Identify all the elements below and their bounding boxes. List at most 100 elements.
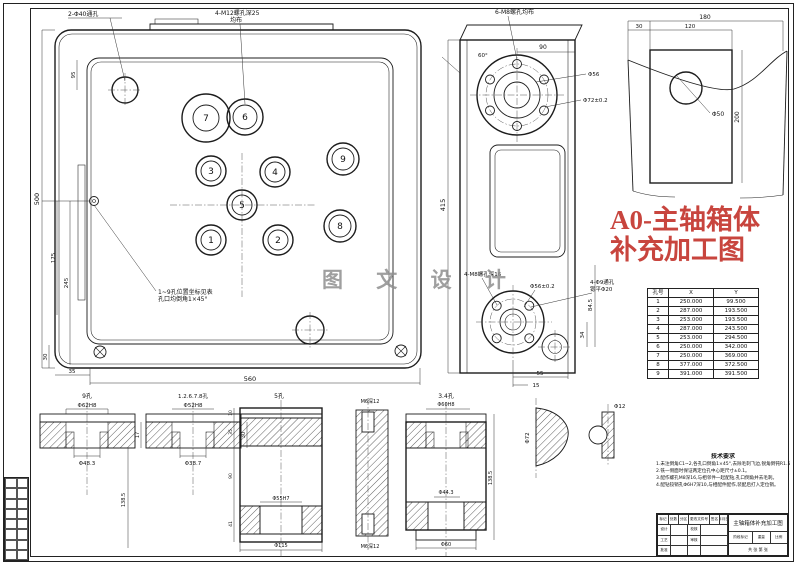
s4-label-bottom: M6深12 (361, 543, 380, 550)
callout-top-1: 4-M12螺孔深25 (215, 9, 260, 17)
svg-text:41: 41 (228, 521, 234, 527)
svg-text:10: 10 (228, 410, 234, 416)
tb-label-count: 处数 (669, 515, 679, 525)
s2-label: 1.2.6.7.8孔 (178, 392, 208, 400)
svg-text:95: 95 (71, 71, 77, 78)
hole-1: 1 (195, 224, 227, 256)
hole-6: 6 (226, 98, 264, 136)
svg-text:4-M8螺孔深16: 4-M8螺孔深16 (464, 270, 502, 278)
tb-weight-label: 重量 (753, 532, 771, 544)
callout-top-2: 均布 (230, 16, 242, 24)
svg-text:8: 8 (337, 222, 343, 232)
svg-text:15: 15 (533, 383, 540, 389)
section-thread-column: M6深12 M6深12 (355, 398, 389, 550)
hole-7: 7 (181, 93, 231, 143)
svg-text:60°: 60° (478, 53, 488, 59)
svg-text:5: 5 (239, 201, 245, 211)
main-callouts: 2-Φ40通孔 4-M12螺孔深25 均布 1~9孔位置坐标见表 孔口均倒角1×… (68, 9, 260, 303)
section-holes-12678: 1.2.6.7.8孔 Φ52H8 Φ38.7 30 (145, 392, 248, 495)
side-dimensions: 415 55 15 84.5 34 (439, 39, 596, 389)
side-top-callout: 6-M8螺孔均布 (495, 8, 534, 16)
tech-note-1: 1.未注倒角C1~2,各孔口倒角1×45°,去除毛刺飞边,锐角倒钝R1.5以上。 (656, 462, 790, 467)
tb-staff-approve: 批准 (658, 545, 671, 555)
side-view: 6-M8螺孔均布 90 60° Φ56 Φ72±0.2 4-M8螺孔深16 Φ5… (439, 8, 615, 389)
watermark-text: 图 文 设 计 (322, 268, 519, 292)
tb-sheets-label: 共 张 第 张 (748, 546, 768, 552)
d2-label: Φ12 (614, 404, 625, 410)
title-block-name-area: 主轴箱体补充加工图 阶段标记 重量 比例 共 张 第 张 (729, 515, 787, 555)
detail-dimensions: Φ50 180 30 120 200 (627, 14, 784, 183)
s1-label: 9孔 (82, 392, 92, 400)
tb-staff-design: 设计 (658, 525, 671, 535)
hole-3: 3 (195, 155, 227, 187)
svg-text:35: 35 (69, 369, 76, 375)
svg-text:560: 560 (244, 375, 256, 383)
red-title-line2: 补充加工图 (610, 235, 745, 265)
drawing-red-title: A0-主轴箱体 补充加工图 (610, 205, 794, 265)
tb-stage-label: 阶段标记 (729, 532, 754, 544)
svg-text:Φ38.7: Φ38.7 (185, 461, 202, 467)
svg-text:245: 245 (64, 277, 70, 288)
svg-text:500: 500 (33, 193, 41, 205)
callout-top-left: 2-Φ40通孔 (68, 10, 98, 18)
tb-staff-process: 工艺 (658, 535, 671, 545)
svg-text:120: 120 (685, 24, 696, 30)
svg-text:4-Φ9通孔: 4-Φ9通孔 (590, 278, 615, 286)
tb-label-docno: 更改文件号 (689, 515, 710, 525)
col-x: X (668, 288, 714, 298)
svg-text:Φ62H8: Φ62H8 (78, 403, 97, 409)
tech-notes: 技术要求 1.未注倒角C1~2,各孔口倒角1×45°,去除毛刺飞边,锐角倒钝R1… (656, 453, 790, 489)
svg-text:30: 30 (636, 24, 643, 30)
bottom-flange (476, 285, 572, 364)
svg-text:Φ48.3: Φ48.3 (79, 461, 96, 467)
svg-text:90: 90 (228, 473, 234, 479)
svg-text:55: 55 (537, 371, 544, 377)
red-title-line1: A0-主轴箱体 (610, 205, 760, 235)
svg-text:90: 90 (539, 44, 547, 51)
svg-text:Φ60: Φ60 (441, 542, 451, 548)
svg-text:180: 180 (699, 14, 711, 21)
s4-label-top: M6深12 (361, 398, 380, 405)
svg-text:Φ44.3: Φ44.3 (438, 490, 453, 496)
hole-label: Φ50 (712, 111, 725, 118)
hole-8: 8 (323, 209, 357, 243)
tb-label-sign: 签名 (710, 515, 720, 525)
tech-notes-title: 技术要求 (710, 453, 735, 460)
section-hole5: 5孔 10 35 90 41 Φ55H7 Φ115 (228, 392, 323, 558)
section-views: 9孔 Φ62H8 Φ48.3 17 138.5 1.2.6.7.8孔 Φ52H8 (39, 392, 625, 558)
s5-label: 3.4孔 (438, 392, 454, 400)
svg-text:200: 200 (734, 111, 741, 123)
svg-text:138.5: 138.5 (488, 471, 494, 485)
plain-holes (89, 73, 408, 359)
svg-text:34: 34 (580, 331, 586, 338)
svg-text:3: 3 (208, 167, 214, 177)
svg-text:Φ56: Φ56 (588, 72, 600, 78)
main-dimensions: 500 245 175 30 95 560 35 (33, 29, 421, 385)
svg-text:9: 9 (340, 155, 346, 165)
hole-2: 2 (262, 224, 294, 256)
detail-profile-1: Φ72 (525, 398, 569, 478)
hole-4: 4 (259, 156, 291, 188)
side-window (489, 144, 566, 258)
tech-note-2: 2.铣一侧面时保证两定位孔中心距尺寸±0.1。 (656, 469, 750, 474)
detail-view: Φ50 180 30 120 200 (627, 14, 788, 199)
svg-text:Φ72±0.2: Φ72±0.2 (583, 98, 608, 104)
side-callouts: 6-M8螺孔均布 90 60° Φ56 Φ72±0.2 4-M8螺孔深16 Φ5… (464, 8, 615, 308)
section-holes-34: 3.4孔 Φ60H8 Φ44.3 138.5 Φ60 (405, 392, 495, 556)
side-outline (441, 24, 583, 374)
svg-text:2: 2 (275, 236, 281, 246)
hole-9: 9 (326, 142, 360, 176)
svg-text:138.5: 138.5 (121, 493, 127, 507)
